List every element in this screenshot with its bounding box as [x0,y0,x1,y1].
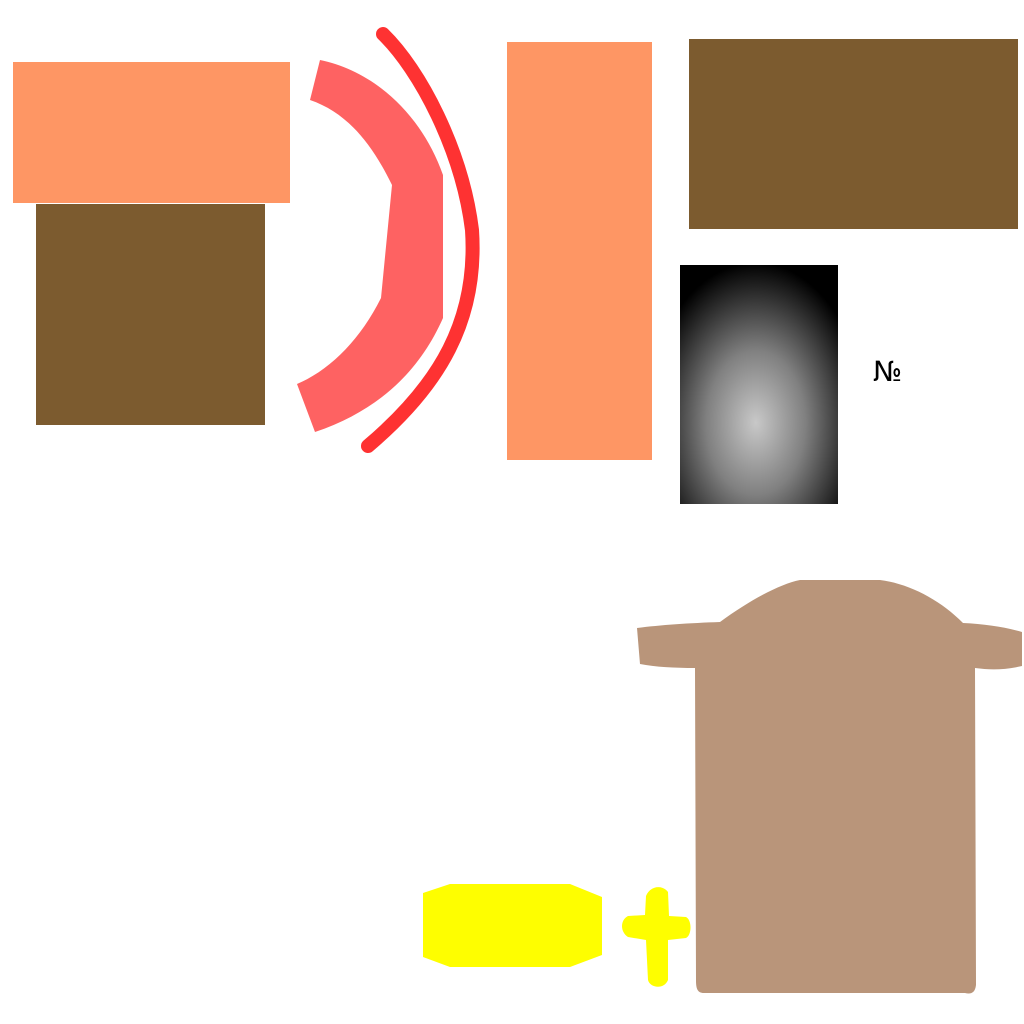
tan-tshirt-shape [637,580,1022,994]
yellow-hexagon-bar [423,884,602,967]
brown-rectangle-top-right [689,39,1018,229]
numero-sign-label: № [873,355,903,388]
yellow-cross-shape [622,887,691,987]
radial-gradient-rectangle [680,265,838,504]
salmon-arc-shape [297,60,443,432]
brown-square-left [36,204,265,425]
orange-rectangle-top-left [13,62,290,203]
red-arc-stroke [361,27,480,453]
orange-rectangle-tall [507,42,652,460]
